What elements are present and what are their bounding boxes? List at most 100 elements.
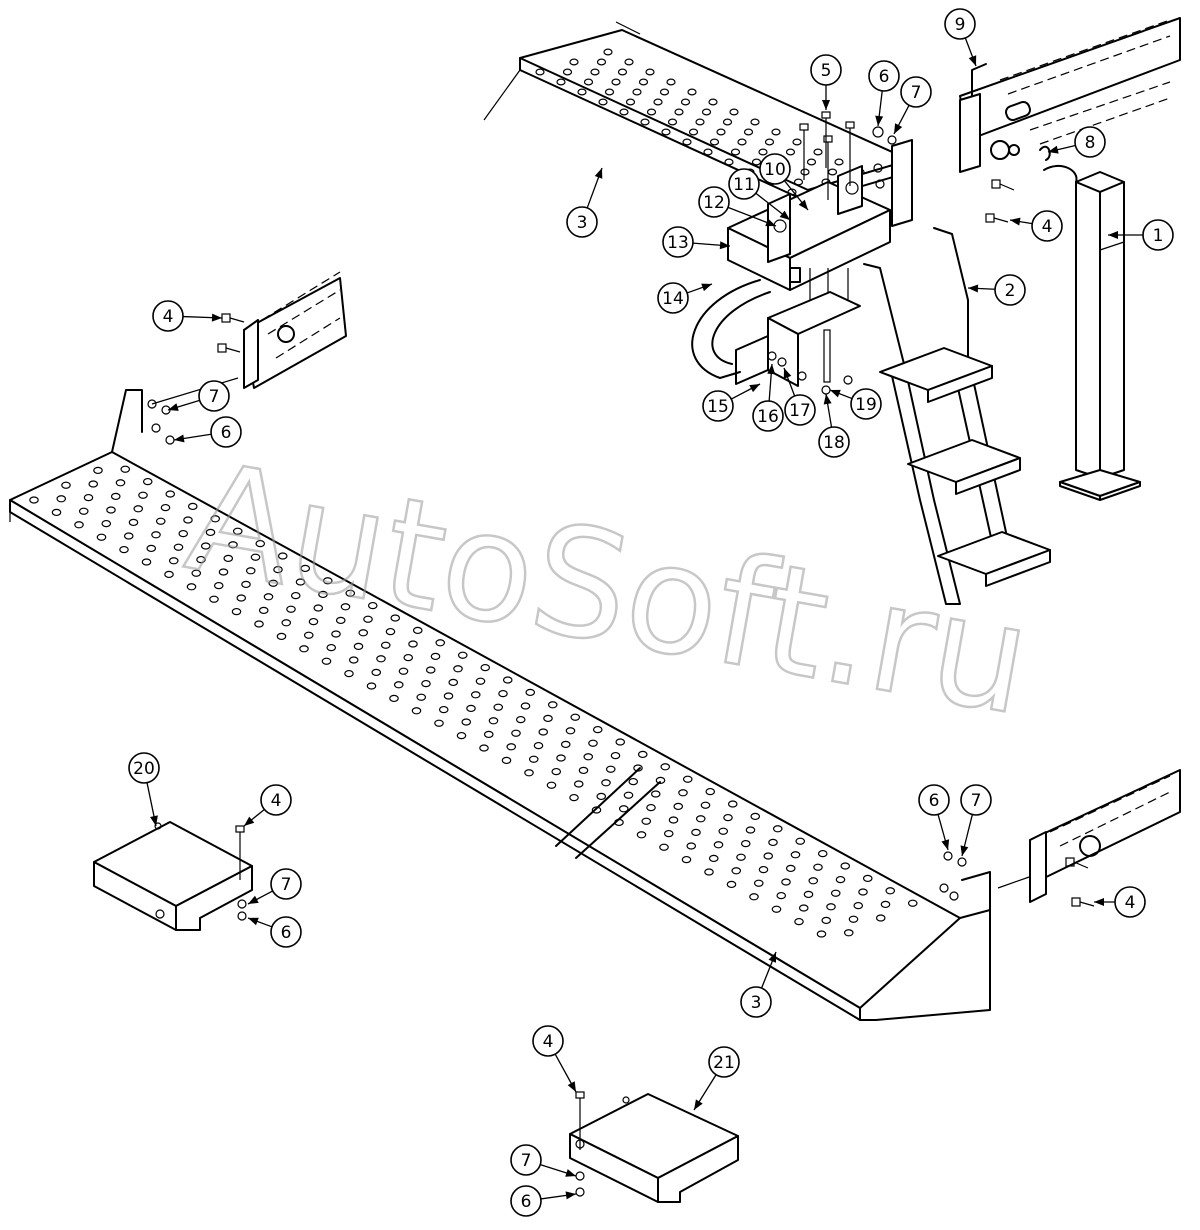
callout-bubble (532, 1025, 564, 1057)
callout-bubble (740, 986, 772, 1018)
plate-hole (480, 663, 491, 672)
plate-hole (840, 862, 851, 870)
callout-c8: 8 (1074, 126, 1106, 158)
plate-hole (724, 158, 734, 166)
callout-number: 4 (1125, 893, 1136, 913)
plate-hole (596, 792, 607, 801)
lower-bracket-assembly (691, 268, 861, 395)
plate-hole (628, 777, 639, 786)
plate-hole (680, 98, 691, 106)
callout-c17: 17 (784, 394, 816, 426)
plate-hole (730, 148, 741, 156)
callout-c3b: 3 (740, 986, 772, 1018)
callout-c7a: 7 (900, 76, 932, 108)
plate-hole (363, 615, 373, 623)
plate-hole (502, 676, 513, 684)
callout-arrowhead (768, 952, 776, 963)
callout-c6b: 6 (210, 416, 242, 448)
callout-number: 4 (163, 307, 174, 327)
ladder-step-edge (955, 457, 1021, 495)
plate-hole (380, 641, 391, 649)
plate-hole (416, 693, 427, 701)
callout-arrowhead (798, 199, 808, 210)
plate-hole (736, 853, 746, 861)
callout-c5: 5 (810, 54, 842, 86)
callout-number: 1 (1153, 226, 1164, 246)
plate-hole (74, 521, 84, 529)
callout-c4b: 4 (152, 300, 184, 332)
callout-bubble (1074, 126, 1106, 158)
plate-hole (344, 669, 354, 678)
callout-arrowhead (968, 284, 979, 293)
plate-hole (547, 701, 558, 709)
main-step-plate (9, 377, 1033, 1021)
plate-hole (848, 915, 859, 923)
plate-hole (151, 531, 161, 539)
plate-hole (764, 138, 775, 146)
callout-number: 6 (929, 791, 940, 811)
callout-arrowhead (941, 839, 950, 850)
plate-hole (128, 518, 139, 527)
callout-c20: 20 (128, 752, 160, 784)
plate-hole (885, 887, 896, 895)
callout-bubble (270, 868, 302, 900)
plate-hole (668, 816, 679, 824)
plate-hole (61, 481, 71, 489)
plate-hole (258, 606, 269, 615)
plate-hole (583, 753, 594, 761)
plate-hole (661, 128, 671, 136)
support-post (1043, 164, 1141, 501)
plate-hole (723, 813, 733, 822)
plate-hole (101, 519, 112, 528)
plate-hole (727, 800, 738, 808)
plate-hole (771, 905, 782, 913)
plate-hole (412, 626, 423, 635)
callout-arrowhead (830, 389, 841, 398)
callout-bubble (210, 416, 242, 448)
plate-hole (290, 591, 301, 600)
callout-c15: 15 (702, 390, 734, 422)
callout-number: 7 (521, 1151, 532, 1171)
callout-c19: 19 (850, 388, 882, 420)
plate-hole (187, 502, 198, 511)
plate-hole (708, 98, 718, 106)
plate-hole (640, 118, 650, 126)
plate-hole (830, 889, 841, 897)
plate-hole (96, 533, 107, 541)
plate-hole (763, 852, 774, 860)
plate-hole (138, 491, 148, 499)
plate-hole (650, 790, 661, 798)
plate-hole (353, 642, 364, 651)
plate-hole (403, 653, 414, 662)
plate-hole (421, 679, 431, 688)
plate-hole (772, 825, 783, 833)
callout-arrowhead (174, 434, 185, 443)
callout-bubble (152, 300, 184, 332)
plate-hole (546, 781, 557, 789)
plate-hole (168, 557, 179, 565)
plate-hole (120, 465, 131, 473)
callout-arrowhead (248, 917, 259, 926)
plate-hole (793, 178, 804, 186)
plate-hole (659, 843, 669, 851)
callout-c16: 16 (752, 400, 784, 432)
callout-c1: 1 (1142, 219, 1174, 251)
plate-hole (83, 493, 94, 502)
plate-hole (794, 917, 804, 926)
plate-hole (525, 688, 536, 697)
plate-hole (591, 806, 602, 814)
plate-hole (511, 729, 521, 737)
plate-hole (300, 564, 311, 573)
plate-hole (498, 689, 508, 698)
plate-hole (682, 138, 692, 146)
plate-hole (528, 755, 539, 763)
plate-hole (731, 867, 742, 875)
callout-number: 4 (1042, 217, 1053, 237)
plate-hole (286, 605, 296, 613)
callout-arrowhead (875, 115, 884, 126)
plate-hole (178, 529, 189, 538)
callout-number: 6 (281, 923, 292, 943)
callout-arrowhead (211, 313, 222, 322)
callout-number: 14 (662, 289, 684, 309)
